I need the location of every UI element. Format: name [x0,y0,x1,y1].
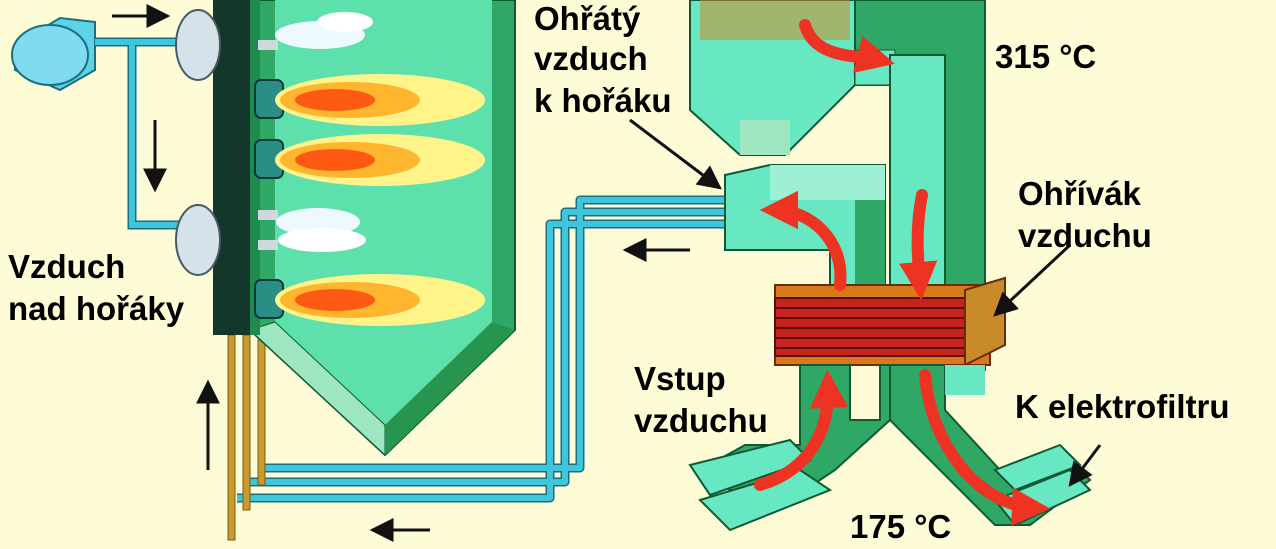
label-temp-top: 315 °C [995,38,1097,75]
label-overfire-air-line2: nad hořáky [8,290,185,327]
label-air-inlet-line2: vzduchu [634,402,768,439]
label-heated-air-line2: vzduch [534,40,648,77]
label-temp-bottom: 175 °C [850,508,952,545]
burner [254,274,485,326]
label-heated-air-line1: Ohřátý [534,0,641,37]
burner [254,74,485,126]
air-heater-inlet-duct [724,164,886,291]
overfire-air-line [95,37,190,230]
flow-arrows [754,19,1051,527]
direction-arrows [112,4,1102,542]
fan [11,16,96,92]
label-heated-air-line3: k hořáku [534,82,672,119]
air-heater-core [774,276,1006,367]
burners [254,74,485,326]
overfire-air-nozzles [258,12,373,252]
label-overfire-air-line1: Vzduch [8,248,126,285]
burner [254,134,485,186]
windboxes [175,9,221,276]
label-air-heater-line1: Ohřívák [1018,175,1141,212]
gas-supply-pipes [227,334,266,541]
label-to-esp: K elektrofiltru [1015,388,1230,425]
label-air-heater-line2: vzduchu [1018,217,1152,254]
label-air-inlet-line1: Vstup [634,360,726,397]
